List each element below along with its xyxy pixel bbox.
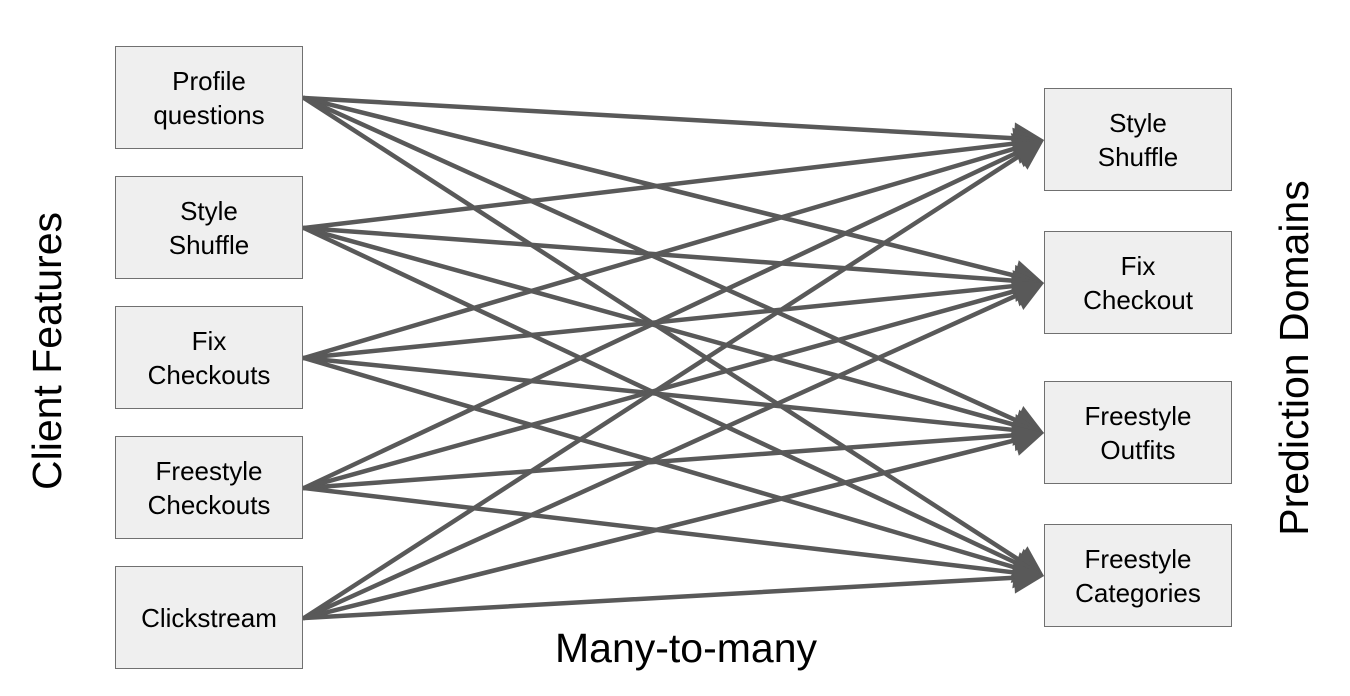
edge-fix-checkouts-to-freestyle-outfits: [301, 355, 1019, 433]
source-box-freestyle-checkouts: Freestyle Checkouts: [115, 436, 303, 539]
edge-style-shuffle-to-freestyle-outfits: [301, 225, 1020, 428]
source-box-style-shuffle: Style Shuffle: [115, 176, 303, 279]
edge-clickstream-to-style-shuffle: [301, 152, 1023, 621]
arrowhead-clickstream-to-fix-checkout: [1010, 280, 1044, 310]
bottom-caption: Many-to-many: [554, 625, 818, 671]
edge-freestyle-checkouts-to-style-shuffle: [301, 149, 1021, 491]
target-box-style-shuffle: Style Shuffle: [1044, 88, 1232, 191]
edge-clickstream-to-fix-checkout: [301, 292, 1021, 621]
edge-clickstream-to-freestyle-outfits: [301, 437, 1020, 621]
edge-profile-to-freestyle-outfits: [301, 95, 1021, 424]
target-box-fix-checkout: Fix Checkout: [1044, 231, 1232, 334]
source-box-profile-questions: Profile questions: [115, 46, 303, 149]
edge-arrowheads: [1010, 122, 1044, 594]
edge-freestyle-checkouts-to-freestyle-outfits: [301, 432, 1019, 491]
target-box-freestyle-outfits: Freestyle Outfits: [1044, 381, 1232, 484]
source-box-fix-checkouts: Fix Checkouts: [115, 306, 303, 409]
edge-profile-to-style-shuffle: [301, 95, 1019, 141]
right-axis-title: Prediction Domains: [1271, 180, 1317, 536]
source-box-clickstream: Clickstream: [115, 566, 303, 669]
edge-clickstream-to-freestyle-categories: [301, 575, 1019, 621]
left-axis-title: Client Features: [24, 211, 70, 491]
edge-style-shuffle-to-style-shuffle: [301, 141, 1019, 231]
arrowhead-clickstream-to-freestyle-categories: [1013, 561, 1044, 594]
arrowhead-clickstream-to-freestyle-outfits: [1011, 424, 1044, 456]
edge-fix-checkouts-to-style-shuffle: [301, 145, 1020, 361]
arrowhead-clickstream-to-style-shuffle: [1010, 140, 1044, 170]
target-box-freestyle-categories: Freestyle Categories: [1044, 524, 1232, 627]
edge-lines: [301, 95, 1023, 621]
